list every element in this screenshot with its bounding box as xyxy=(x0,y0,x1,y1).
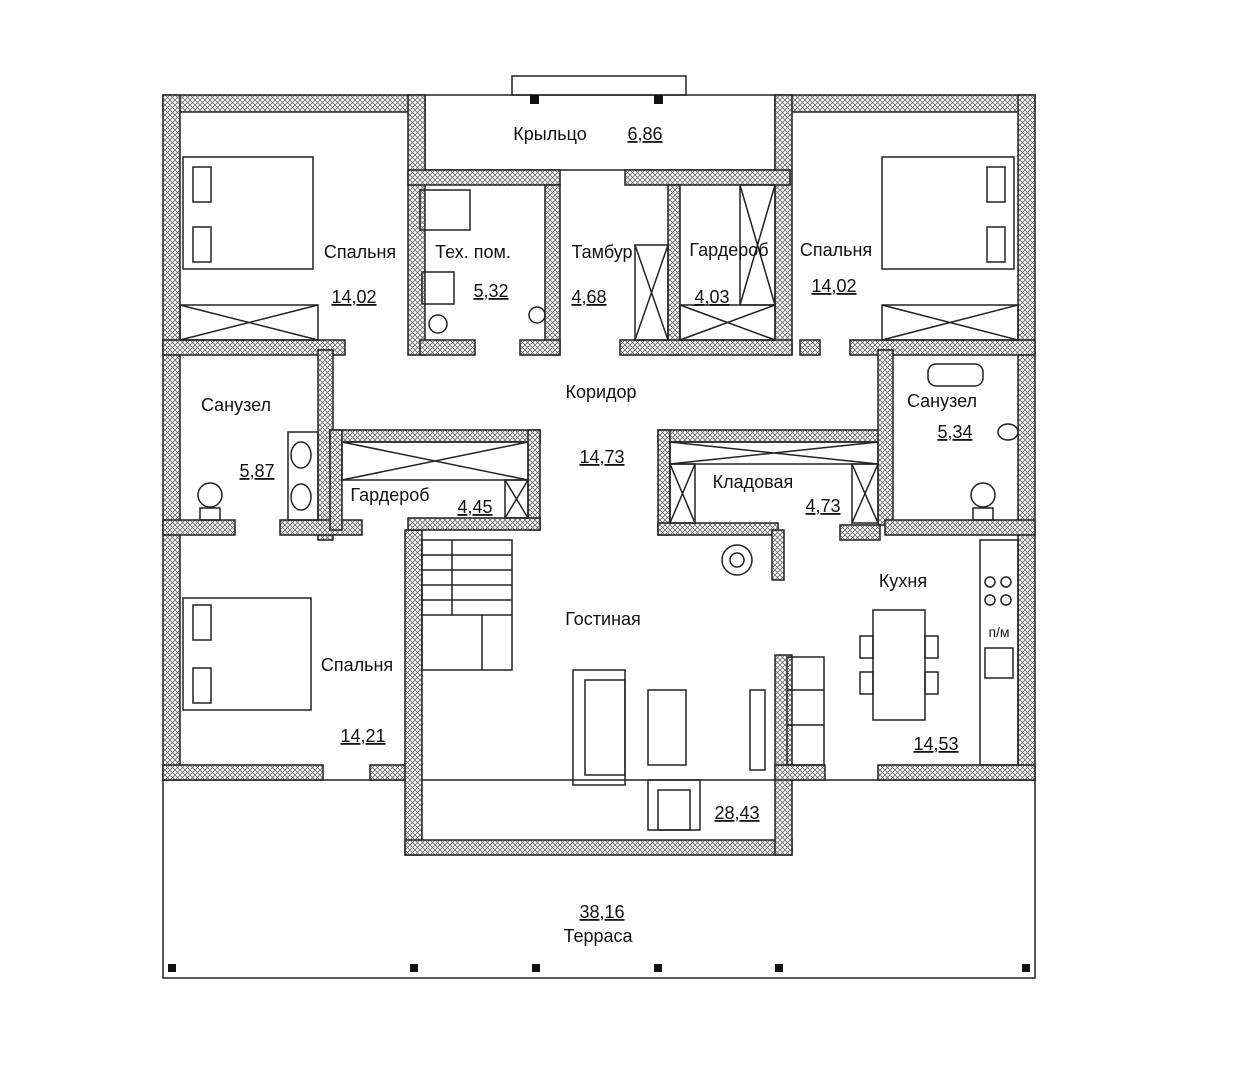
room-area-living: 28,43 xyxy=(714,803,759,823)
room-area-bedroom-nw: 14,02 xyxy=(331,287,376,307)
terrace xyxy=(162,779,1036,979)
room-area-kitchen: 14,53 xyxy=(913,734,958,754)
room-area-tech: 5,32 xyxy=(473,281,508,301)
room-area-bedroom-sw: 14,21 xyxy=(340,726,385,746)
room-name-bedroom-nw: Спальня xyxy=(324,242,396,262)
room-name-bedroom-sw: Спальня xyxy=(321,655,393,675)
room-name-wardrobe-n: Гардероб xyxy=(689,240,768,260)
porch xyxy=(424,75,776,171)
room-name-terrace: Терраса xyxy=(563,926,633,946)
furniture xyxy=(179,156,1019,831)
room-area-vestibule: 4,68 xyxy=(571,287,606,307)
room-area-terrace: 38,16 xyxy=(579,902,624,922)
room-area-wardrobe-n: 4,03 xyxy=(694,287,729,307)
room-area-pantry: 4,73 xyxy=(805,496,840,516)
room-name-corridor: Коридор xyxy=(565,382,636,402)
dishwasher-label: п/м xyxy=(988,624,1009,640)
room-name-tech: Тех. пом. xyxy=(435,242,511,262)
room-area-bath-e: 5,34 xyxy=(937,422,972,442)
room-area-corridor: 14,73 xyxy=(579,447,624,467)
room-labels: Крыльцо 6,86 Спальня 14,02 Тех. пом. 5,3… xyxy=(201,124,1010,946)
room-name-living: Гостиная xyxy=(565,609,641,629)
room-name-vestibule: Тамбур xyxy=(571,242,632,262)
room-name-bath-e: Санузел xyxy=(907,391,977,411)
room-area-wardrobe-w: 4,45 xyxy=(457,497,492,517)
room-area-porch: 6,86 xyxy=(627,124,662,144)
room-name-kitchen: Кухня xyxy=(879,571,927,591)
room-name-bath-w: Санузел xyxy=(201,395,271,415)
room-name-porch: Крыльцо xyxy=(513,124,586,144)
room-name-pantry: Кладовая xyxy=(713,472,794,492)
room-name-wardrobe-w: Гардероб xyxy=(350,485,429,505)
room-area-bath-w: 5,87 xyxy=(239,461,274,481)
room-area-bedroom-ne: 14,02 xyxy=(811,276,856,296)
walls xyxy=(162,94,1036,856)
room-name-bedroom-ne: Спальня xyxy=(800,240,872,260)
